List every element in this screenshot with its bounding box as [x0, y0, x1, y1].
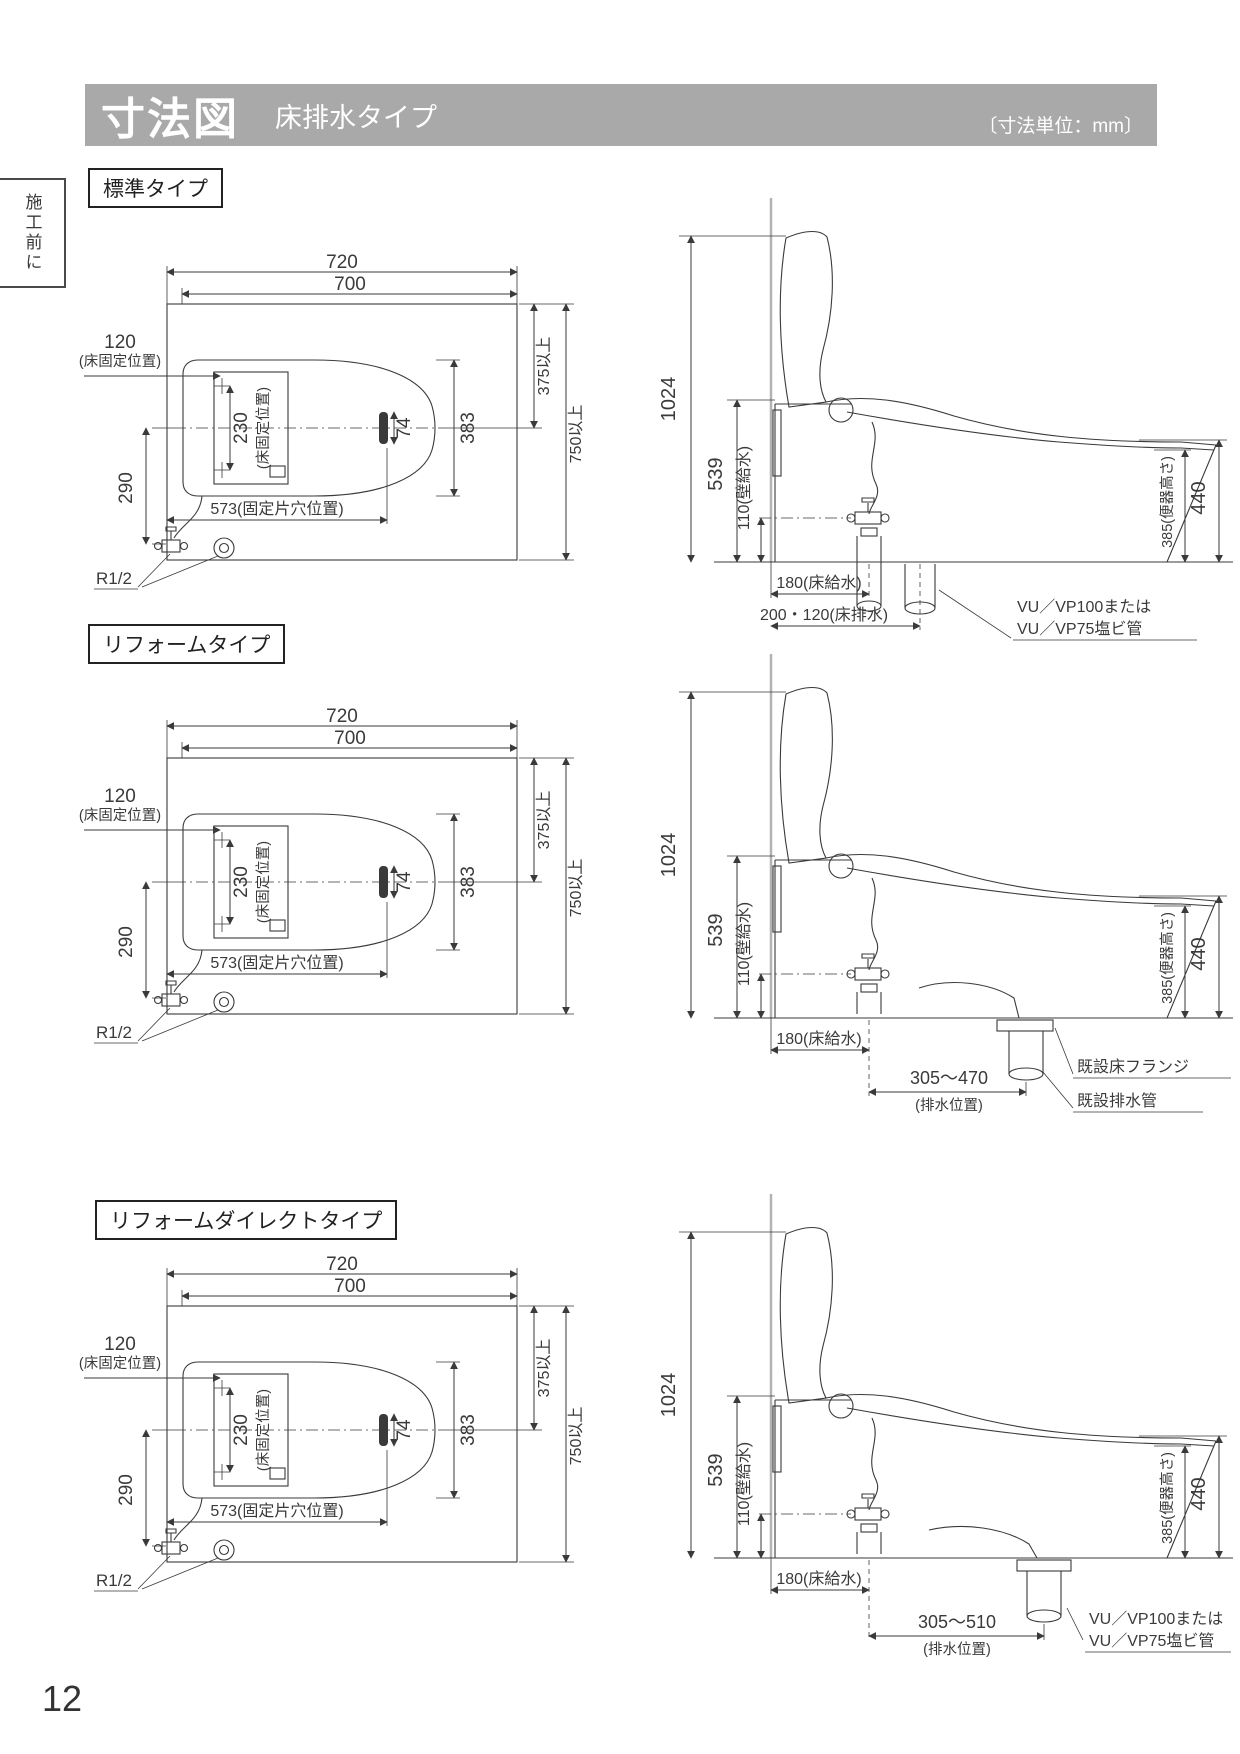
dim-720-label: 720: [326, 252, 358, 273]
pipe-note-line1: VU／VP100または: [1089, 1610, 1223, 1628]
section-label-text: リフォームタイプ: [103, 634, 271, 657]
dim-750over-label: 750以上: [567, 1407, 585, 1466]
dim-120-label: 120: [104, 1334, 136, 1355]
toilet-plan-outline: [182, 359, 436, 497]
plan-view-reform: 720 700 120 (床固定位置) 230 (床固定位置) 74 383 2…: [79, 706, 585, 1044]
dim-385-label: 385(便器高さ): [1159, 1452, 1176, 1544]
room-outline: [166, 303, 518, 561]
drain-slot-mark: [379, 412, 388, 444]
dim-120-label: 120: [104, 786, 136, 807]
dim-539-label: 539: [705, 913, 727, 946]
dim-573-label: 573(固定片穴位置): [210, 954, 343, 972]
dim-230-note: (床固定位置): [255, 841, 272, 923]
page-title: 寸法図: [101, 95, 239, 144]
dim-1024-label: 1024: [658, 377, 680, 422]
toilet-backrest-profile: [779, 1226, 833, 1404]
drain-pipe-symbol: [1026, 1609, 1062, 1623]
page-header-bar: 寸法図 床排水タイプ 〔寸法単位：mm〕: [85, 84, 1157, 146]
supply-thread-label: R1/2: [96, 1023, 132, 1042]
dim-539-label: 539: [705, 1453, 727, 1486]
plan-view-standard: 720 700 120 (床固定位置) 230 (床固定位置) 74 383 2…: [79, 252, 585, 590]
dim-385-label: 385(便器高さ): [1159, 456, 1176, 548]
section-label-reform-direct: リフォームダイレクトタイプ: [95, 1200, 398, 1240]
dim-110-label: 110(壁給水): [734, 1442, 753, 1526]
dim-74-label: 74: [394, 417, 415, 439]
dim-573-label: 573(固定片穴位置): [210, 500, 343, 518]
dim-drain-range-note: (排水位置): [923, 1641, 991, 1658]
dim-375over-label: 375以上: [535, 1339, 553, 1398]
dim-110-label: 110(壁給水): [734, 902, 753, 986]
dim-750over-label: 750以上: [567, 405, 585, 464]
section-label-reform: リフォームタイプ: [88, 624, 286, 664]
supply-thread-label: R1/2: [96, 569, 132, 588]
dim-drain-range-note: (排水位置): [915, 1097, 983, 1114]
dim-230-label: 230: [231, 1414, 252, 1446]
dim-750over-label: 750以上: [567, 859, 585, 918]
existing-drain-pipe-symbol: [1008, 1067, 1044, 1081]
dim-74-label: 74: [394, 1419, 415, 1441]
dim-180-label: 180(床給水): [776, 1030, 861, 1048]
section-label-standard: 標準タイプ: [88, 168, 223, 208]
dim-110-label: 110(壁給水): [734, 446, 753, 530]
dim-1024-label: 1024: [658, 1373, 680, 1418]
pipe-note-line1: VU／VP100または: [1017, 598, 1151, 616]
chapter-tab-label: 施工前に: [22, 193, 42, 273]
supply-thread-label: R1/2: [96, 1571, 132, 1590]
dim-120-label: 120: [104, 332, 136, 353]
toilet-backrest-profile: [779, 686, 833, 864]
dim-floor-drain-label: 200・120(床排水): [760, 606, 888, 624]
dim-230-label: 230: [231, 412, 252, 444]
toilet-plan-outline: [182, 1361, 436, 1499]
dim-180-label: 180(床給水): [776, 574, 861, 592]
dim-180-label: 180(床給水): [776, 1570, 861, 1588]
existing-flange-note: 既設床フランジ: [1077, 1058, 1189, 1076]
pipe-note-line2: VU／VP75塩ビ管: [1089, 1632, 1214, 1650]
dim-290-label: 290: [116, 926, 137, 958]
toilet-plan-outline: [182, 813, 436, 951]
dim-290-label: 290: [116, 472, 137, 504]
page-number: 12: [42, 1678, 83, 1719]
side-view-reform-direct: 1024 539 110(壁給水) 385(便器高さ) 440 180(床給水)…: [658, 1194, 1233, 1658]
existing-drain-note: 既設排水管: [1077, 1092, 1157, 1110]
dim-1024-label: 1024: [658, 833, 680, 878]
dim-375over-label: 375以上: [535, 791, 553, 850]
section-label-text: 標準タイプ: [103, 178, 208, 201]
floor-flange-symbol: [213, 537, 235, 559]
existing-flange-symbol: [996, 1019, 1054, 1032]
unit-note: 〔寸法単位：mm〕: [978, 116, 1143, 137]
dim-drain-range-label: 305～470: [910, 1068, 988, 1088]
page-subtitle: 床排水タイプ: [275, 102, 437, 133]
dim-230-label: 230: [231, 866, 252, 898]
dim-700-label: 700: [334, 274, 366, 295]
section-label-text: リフォームダイレクトタイプ: [110, 1210, 383, 1233]
drain-slot-mark: [379, 1414, 388, 1446]
side-view-reform: 1024 539 110(壁給水) 385(便器高さ) 440 180(床給水)…: [658, 654, 1233, 1114]
dim-120-note: (床固定位置): [79, 1355, 161, 1372]
dim-440-label: 440: [1188, 481, 1210, 514]
dim-573-label: 573(固定片穴位置): [210, 1502, 343, 1520]
dim-720-label: 720: [326, 706, 358, 727]
dim-539-label: 539: [705, 457, 727, 490]
dim-120-note: (床固定位置): [79, 807, 161, 824]
drain-slot-mark: [379, 866, 388, 898]
dim-drain-range-label: 305～510: [918, 1612, 996, 1632]
dim-74-label: 74: [394, 871, 415, 893]
dim-440-label: 440: [1188, 937, 1210, 970]
dim-375over-label: 375以上: [535, 337, 553, 396]
chapter-tab: 施工前に: [0, 178, 66, 288]
dim-440-label: 440: [1188, 1477, 1210, 1510]
pipe-note-line2: VU／VP75塩ビ管: [1017, 620, 1142, 638]
dim-720-label: 720: [326, 1254, 358, 1275]
dim-700-label: 700: [334, 728, 366, 749]
dim-120-note: (床固定位置): [79, 353, 161, 370]
side-view-standard: 1024 539 110(壁給水) 385(便器高さ) 440 180(床給水)…: [658, 198, 1233, 641]
dim-290-label: 290: [116, 1474, 137, 1506]
dim-230-note: (床固定位置): [255, 387, 272, 469]
dim-230-note: (床固定位置): [255, 1389, 272, 1471]
dim-385-label: 385(便器高さ): [1159, 912, 1176, 1004]
plan-view-reform-direct: 720 700 120 (床固定位置) 230 (床固定位置) 74 383 2…: [79, 1254, 585, 1592]
dim-700-label: 700: [334, 1276, 366, 1297]
toilet-backrest-profile: [779, 230, 833, 408]
